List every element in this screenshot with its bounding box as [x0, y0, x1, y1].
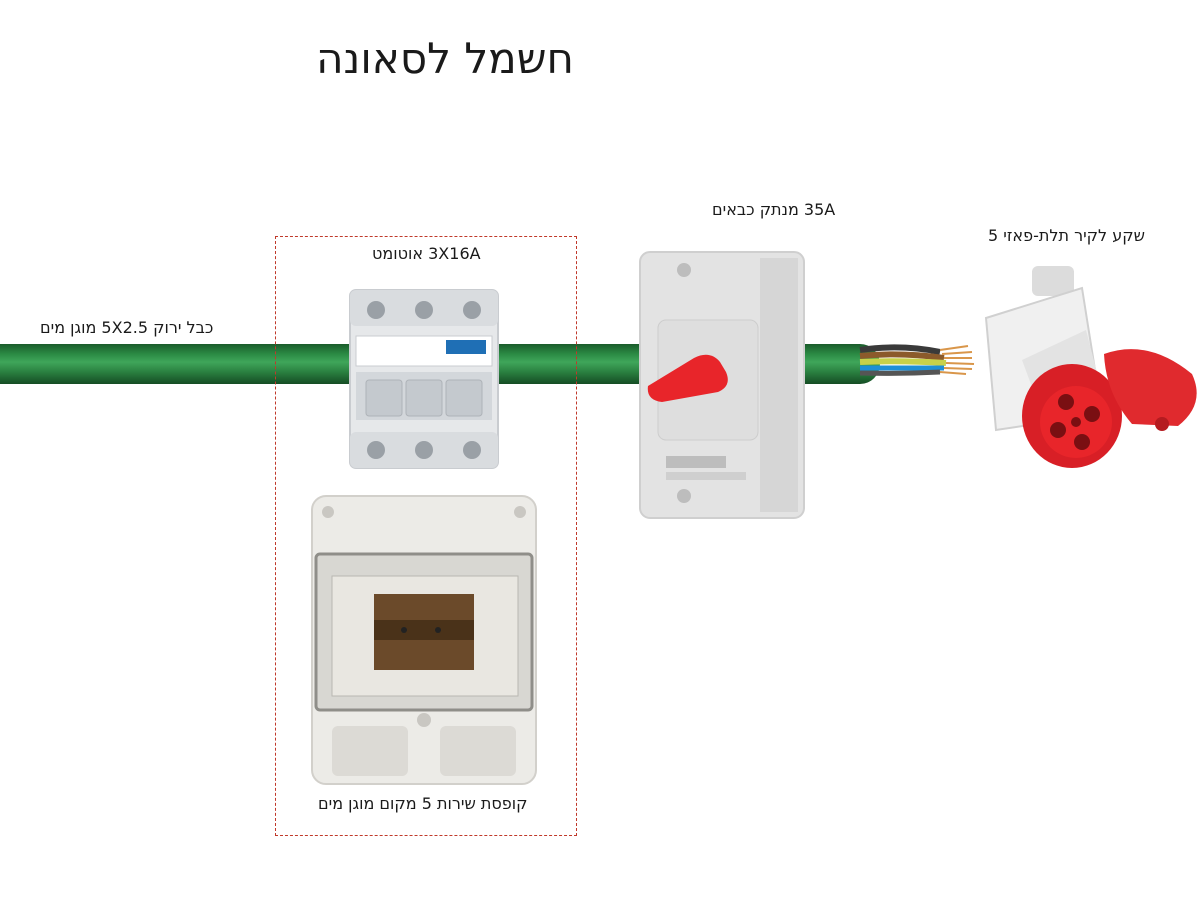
cable-wires-icon — [859, 344, 975, 376]
isolator-label: 35A מנתק כבאים — [712, 200, 836, 219]
service-box-group — [275, 236, 577, 836]
isolator-switch-icon — [639, 251, 805, 519]
distribution-box-icon — [311, 495, 537, 785]
breaker-label: 3X16A אוטומט — [372, 244, 481, 263]
three-phase-socket-icon — [984, 266, 1197, 468]
cable-label: כבל ירוק 5X2.5 מוגן מים — [40, 318, 214, 337]
page-title: חשמל לסאונה — [316, 34, 574, 84]
socket-label: שקע לקיר תלת-פאזי 5 — [988, 226, 1145, 245]
box-label: קופסת שירות 5 מקום מוגן מים — [318, 794, 528, 813]
circuit-breaker-icon — [349, 289, 499, 469]
